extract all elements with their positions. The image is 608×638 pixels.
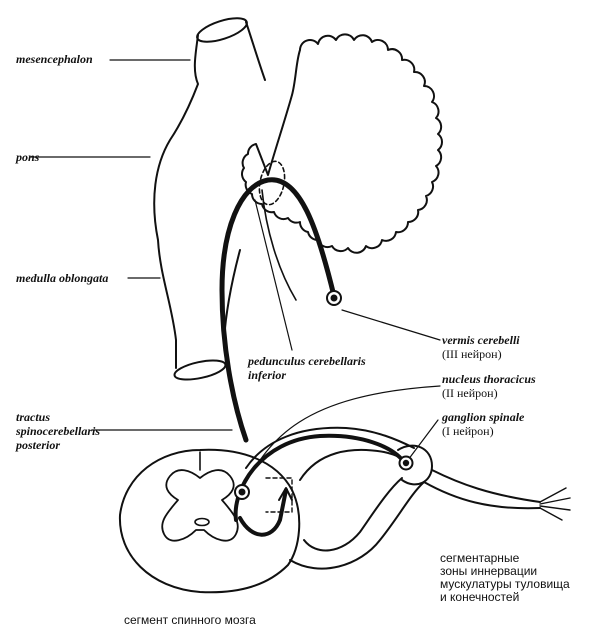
spinal-cord-outline	[118, 448, 301, 594]
label-vermis: vermis cerebelli (III нейрон)	[442, 333, 520, 361]
neuron-ii-body	[234, 484, 250, 500]
peduncle-thin-fiber	[261, 189, 297, 301]
label-vermis-name: vermis cerebelli	[442, 333, 520, 347]
medulla-cut-surface	[173, 359, 227, 381]
afferent-fiber-thick	[233, 433, 406, 522]
label-pedunculus-line1: pedunculus cerebellaris	[248, 354, 366, 368]
label-thoracic-neuron: (II нейрон)	[442, 386, 498, 400]
spinal-nerve-lower	[423, 481, 541, 510]
grey-matter	[161, 469, 239, 542]
neuron-iii-body	[326, 290, 342, 306]
dorsal-root-outer	[245, 426, 415, 469]
spinocerebellar-tract-path	[219, 177, 337, 443]
label-ganglion-name: ganglion spinale	[442, 410, 525, 424]
label-segment-caption: сегмент спинного мозга	[124, 613, 256, 627]
dorsal-horn-dashed-box	[265, 477, 293, 513]
afferent-fiber-inner	[238, 488, 288, 537]
label-ganglion: ganglion spinale (I нейрон)	[442, 410, 524, 438]
label-vermis-neuron: (III нейрон)	[442, 347, 502, 361]
label-medulla-oblongata: medulla oblongata	[16, 271, 109, 285]
label-nucleus-thoracicus: nucleus thoracicus (II нейрон)	[442, 372, 536, 400]
label-zones-line4: и конечностей	[440, 590, 520, 604]
nerve-branches	[539, 487, 571, 521]
label-segmental-zones: сегментарные зоны иннервации мускулатуры…	[440, 552, 570, 604]
leader-vermis	[341, 309, 441, 341]
neuron-i-body	[398, 455, 414, 471]
label-thoracic-name: nucleus thoracicus	[442, 372, 536, 386]
label-tractus: tractus spinocerebellaris posterior	[16, 410, 100, 452]
mesencephalon-cut-surface	[196, 17, 248, 43]
ganglion-outline	[397, 444, 433, 486]
label-pedunculus: pedunculus cerebellaris inferior	[248, 354, 366, 382]
cerebellum-outline	[241, 33, 443, 254]
root-inner-lower	[303, 477, 403, 552]
label-tractus-line2: spinocerebellaris	[16, 424, 100, 438]
label-pons: pons	[16, 150, 40, 164]
leader-ganglion	[407, 419, 439, 461]
label-ganglion-neuron: (I нейрон)	[442, 424, 494, 438]
brainstem-outline	[153, 34, 199, 369]
label-tractus-line1: tractus	[16, 410, 51, 424]
central-canal	[194, 517, 210, 527]
root-outer-lower	[289, 481, 425, 570]
label-zones-line3: мускулатуры туловища	[440, 577, 570, 591]
label-mesencephalon: mesencephalon	[16, 52, 93, 66]
label-zones-line1: сегментарные	[440, 551, 520, 565]
spinal-nerve-upper	[431, 469, 541, 503]
label-tractus-line3: posterior	[16, 438, 61, 452]
brainstem-top-right	[245, 21, 266, 81]
label-pedunculus-line2: inferior	[248, 368, 287, 382]
label-zones-line2: зоны иннервации	[440, 564, 538, 578]
leader-peduncle	[254, 199, 293, 351]
arrow-head	[278, 487, 293, 501]
leader-thoracic	[243, 385, 441, 487]
